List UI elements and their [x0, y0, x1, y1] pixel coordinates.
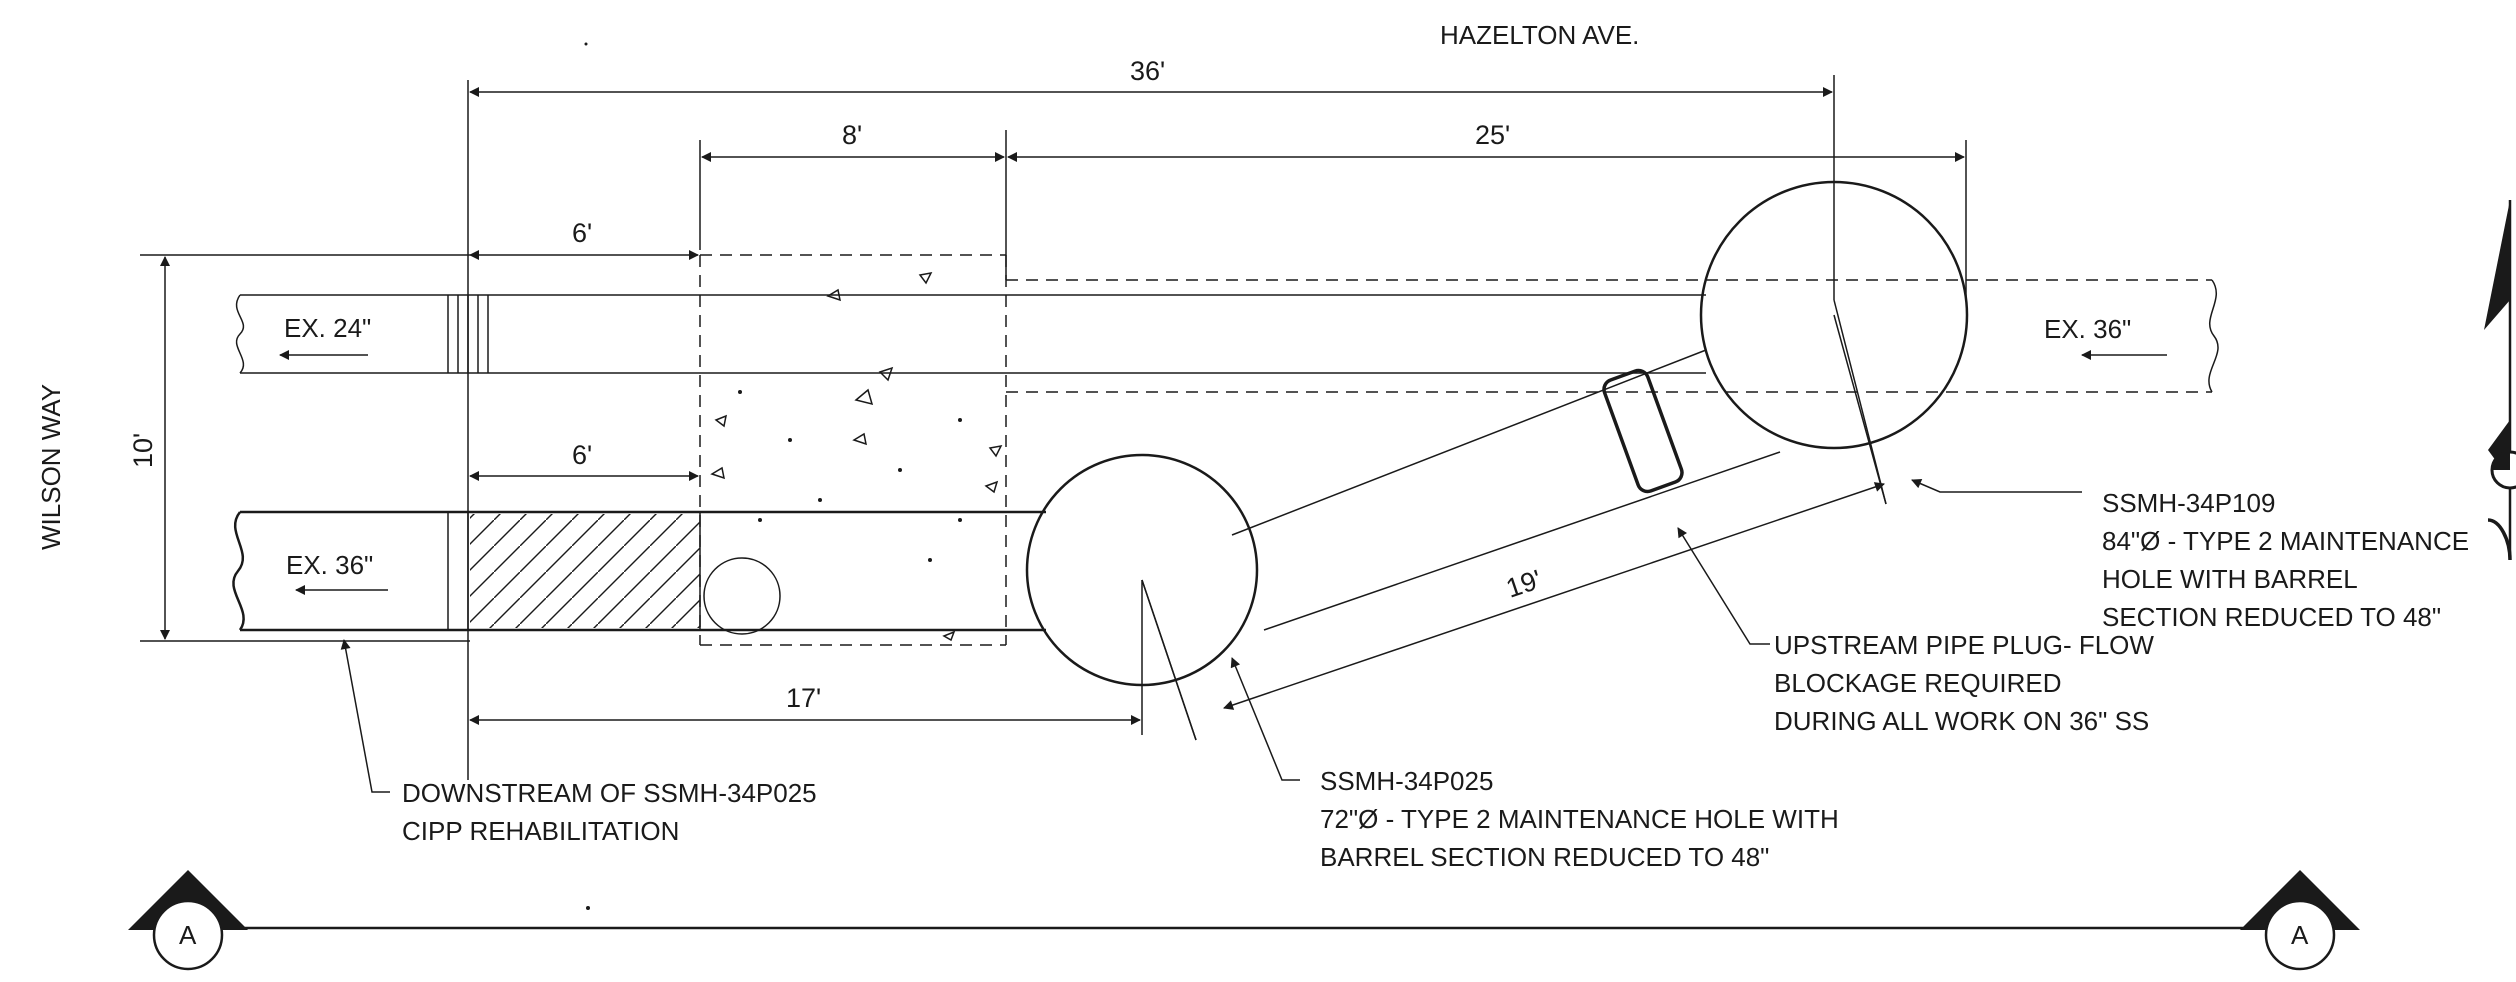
cipp-hatch-area	[470, 514, 700, 628]
pipe-ex24: EX. 24"	[235, 294, 1706, 374]
section-marker-left: A	[179, 920, 197, 950]
section-marker-right: A	[2291, 920, 2309, 950]
north-arrow-icon	[2484, 200, 2516, 561]
svg-text:SSMH-34P025: SSMH-34P025	[1320, 766, 1493, 796]
svg-text:HOLE WITH BARREL: HOLE WITH BARREL	[2102, 564, 2358, 594]
svg-text:CIPP REHABILITATION: CIPP REHABILITATION	[402, 816, 679, 846]
dimension-6ft-top: 6'	[469, 218, 699, 260]
callout-pipe-plug: UPSTREAM PIPE PLUG- FLOW BLOCKAGE REQUIR…	[1677, 527, 2154, 736]
maintenance-hole-34p025	[1025, 453, 1259, 741]
svg-text:EX. 24": EX. 24"	[284, 313, 371, 343]
svg-text:17': 17'	[786, 683, 821, 713]
maintenance-hole-34p109	[1699, 180, 1969, 505]
work-area-box	[699, 254, 1007, 646]
callout-ssmh-34p025: SSMH-34P025 72"Ø - TYPE 2 MAINTENANCE HO…	[1230, 657, 1839, 872]
svg-text:SECTION REDUCED TO 48": SECTION REDUCED TO 48"	[2102, 602, 2441, 632]
svg-text:19': 19'	[1502, 564, 1545, 604]
svg-text:DURING ALL WORK ON 36" SS: DURING ALL WORK ON 36" SS	[1774, 706, 2149, 736]
svg-text:SSMH-34P109: SSMH-34P109	[2102, 488, 2275, 518]
section-line-a: A A	[128, 870, 2360, 971]
svg-text:36': 36'	[1130, 56, 1165, 86]
pipe-ex36-right: EX. 36"	[1006, 279, 2219, 393]
pipe-diagonal	[1231, 349, 1781, 631]
pipe-plug	[1602, 368, 1684, 494]
svg-text:BARREL SECTION REDUCED TO 48": BARREL SECTION REDUCED TO 48"	[1320, 842, 1769, 872]
svg-text:BLOCKAGE REQUIRED: BLOCKAGE REQUIRED	[1774, 668, 2062, 698]
street-label-wilson: WILSON WAY	[36, 384, 66, 550]
pipe-ex36-left: EX. 36"	[232, 510, 1046, 635]
dimension-17ft: 17'	[469, 580, 1143, 735]
callout-ssmh-34p109: SSMH-34P109 84"Ø - TYPE 2 MAINTENANCE HO…	[1911, 478, 2469, 632]
svg-text:72"Ø - TYPE 2 MAINTENANCE HOLE: 72"Ø - TYPE 2 MAINTENANCE HOLE WITH	[1320, 804, 1839, 834]
svg-text:25': 25'	[1475, 120, 1510, 150]
svg-text:EX. 36": EX. 36"	[2044, 314, 2131, 344]
dimension-36ft: 36'	[467, 56, 1835, 780]
svg-text:8': 8'	[842, 120, 862, 150]
svg-text:6': 6'	[572, 440, 592, 470]
dimension-8ft: 8'	[699, 120, 1007, 280]
svg-text:DOWNSTREAM OF SSMH-34P025: DOWNSTREAM OF SSMH-34P025	[402, 778, 817, 808]
svg-text:UPSTREAM PIPE PLUG- FLOW: UPSTREAM PIPE PLUG- FLOW	[1774, 630, 2154, 660]
dimension-25ft: 25'	[1007, 120, 1967, 300]
svg-text:6': 6'	[572, 218, 592, 248]
svg-text:10': 10'	[128, 433, 158, 468]
dimension-10ft: 10'	[128, 254, 470, 642]
svg-text:84"Ø - TYPE 2 MAINTENANCE: 84"Ø - TYPE 2 MAINTENANCE	[2102, 526, 2469, 556]
svg-text:EX. 36": EX. 36"	[286, 550, 373, 580]
dimension-6ft-bottom: 6'	[469, 440, 699, 481]
callout-cipp: DOWNSTREAM OF SSMH-34P025 CIPP REHABILIT…	[340, 639, 817, 846]
street-label-hazelton: HAZELTON AVE.	[1440, 20, 1639, 50]
